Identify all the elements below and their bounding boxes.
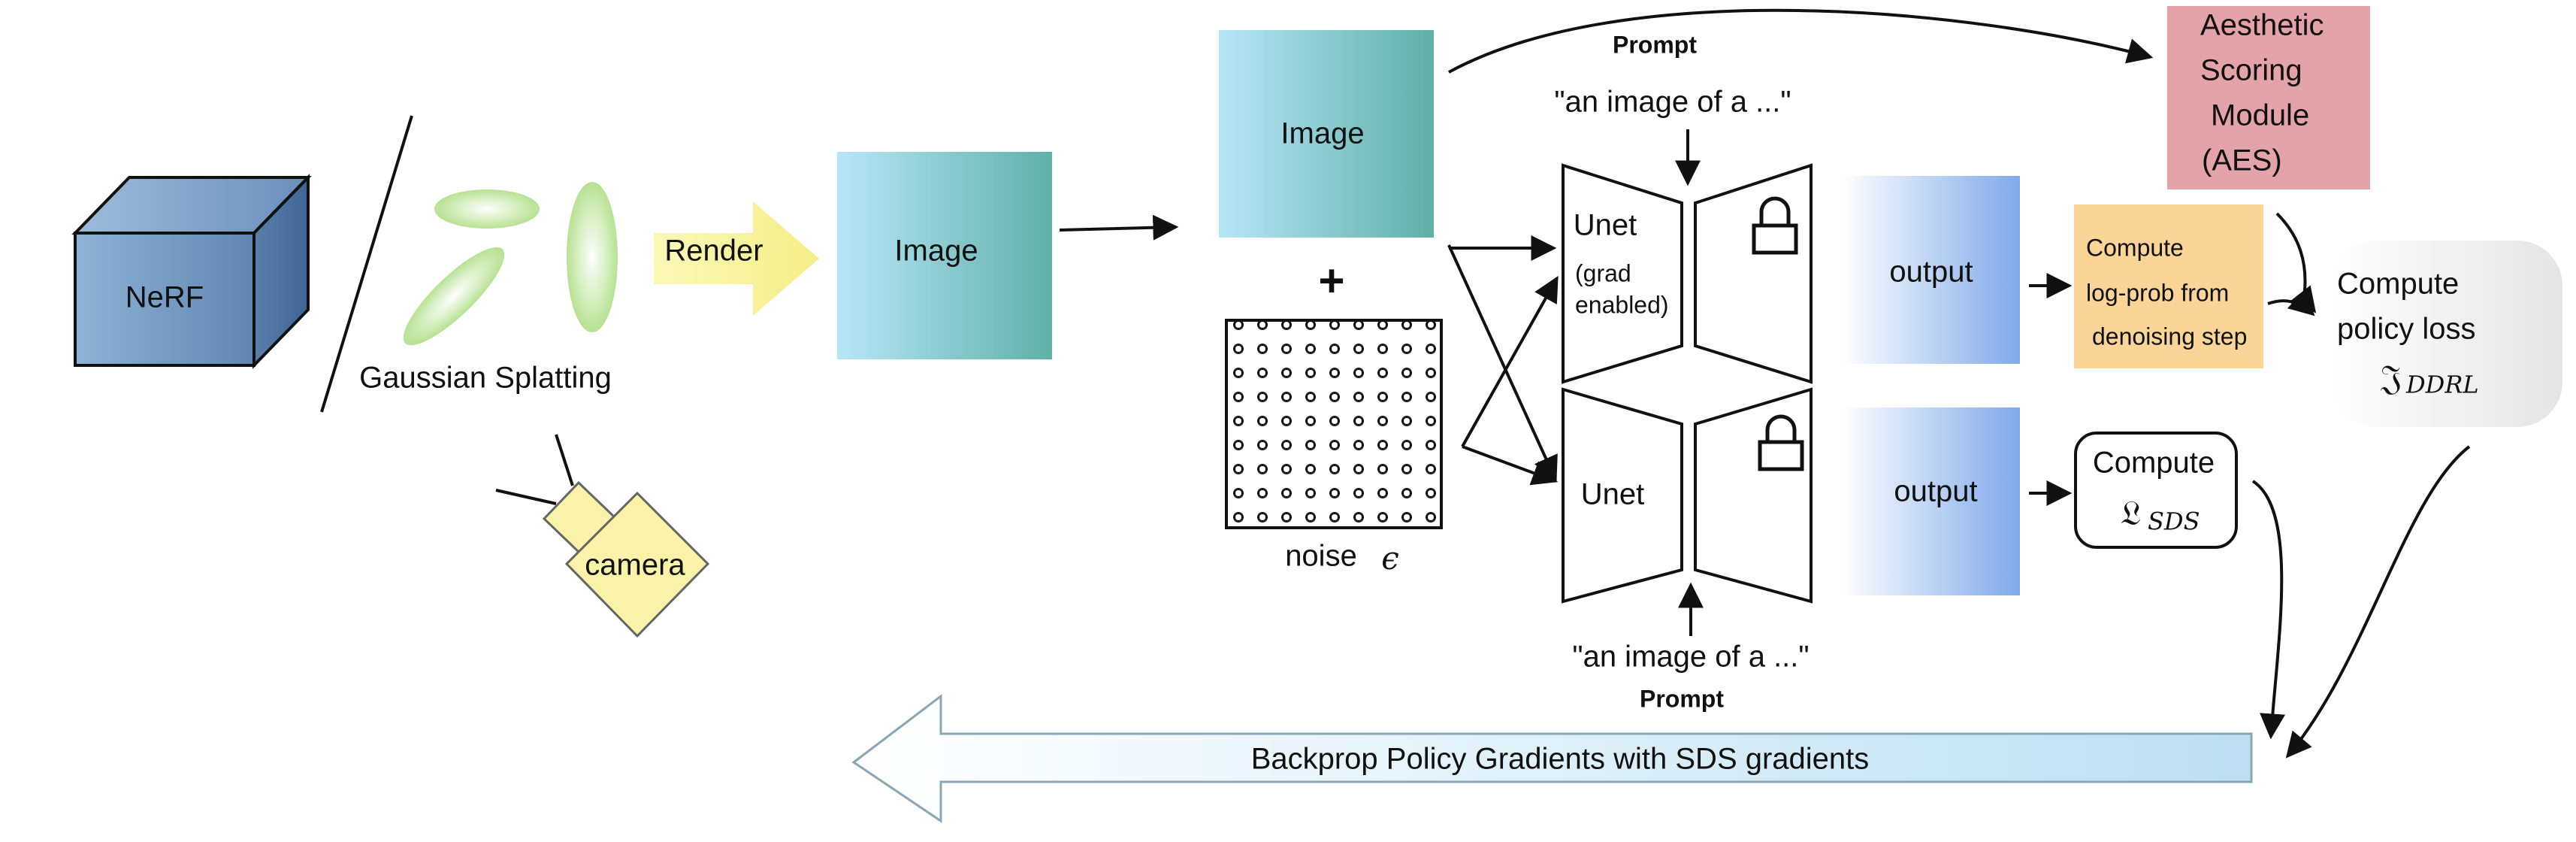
policy-loss-line-1: Compute <box>2337 268 2459 301</box>
policy-loss-subscript: DDRL <box>2405 371 2479 399</box>
gaussian-label: Gaussian Splatting <box>359 362 612 395</box>
prompt-text-bottom: "an image of a ..." <box>1572 641 1809 674</box>
gaussian-ellipse <box>434 189 540 229</box>
logprob-line-1: Compute <box>2086 234 2184 261</box>
image-box: Image <box>1219 30 1434 238</box>
output-top-label: output <box>1889 256 1973 289</box>
aes-line-3: Module <box>2211 99 2309 132</box>
aes-box: Aesthetic Scoring Module (AES) <box>2167 6 2370 189</box>
arrow-image-to-branch <box>1059 214 1179 241</box>
unet-bottom-title: Unet <box>1581 478 1645 511</box>
nerf-label: NeRF <box>125 281 204 314</box>
logprob-line-3: denoising step <box>2092 323 2247 350</box>
policy-loss-box: Compute policy loss 𝔍 DDRL <box>2330 241 2562 427</box>
policy-loss-symbol: 𝔍 <box>2380 358 2402 397</box>
lock-icon <box>1752 196 1798 255</box>
prompt-bottom-label: Prompt <box>1640 685 1724 712</box>
render-arrow: Render <box>654 201 819 316</box>
noise-label: noise <box>1285 540 1357 573</box>
rendered-image-box: Image <box>837 152 1052 359</box>
unet-bottom: Unet <box>1562 387 1813 604</box>
aes-line-1: Aesthetic <box>2200 9 2324 42</box>
nerf-cube: NeRF <box>71 174 312 369</box>
gaussian-splats: Gaussian Splatting <box>359 182 618 395</box>
policy-loss-line-2: policy loss <box>2337 313 2476 346</box>
arrow-prompt-to-aes <box>1448 8 2154 74</box>
prompt-text-top: "an image of a ..." <box>1554 86 1791 119</box>
arrow-aes-to-policy <box>2275 212 2317 313</box>
unet-top: Unet (grad enabled) <box>1562 163 1813 384</box>
aes-line-2: Scoring <box>2200 54 2302 87</box>
output-bottom-label: output <box>1894 475 1977 508</box>
unet-top-title: Unet <box>1574 209 1637 242</box>
image-top-label: Image <box>1280 117 1364 150</box>
noise-symbol: ϵ <box>1381 540 1399 577</box>
plus-sign: + <box>1318 256 1344 306</box>
backprop-arrow: Backprop Policy Gradients with SDS gradi… <box>851 693 2253 823</box>
output-top-box: output <box>1841 176 2020 364</box>
sds-line-1: Compute <box>2093 447 2215 480</box>
render-label: Render <box>664 235 763 268</box>
sds-box: Compute 𝔏 SDS <box>2074 432 2238 549</box>
arrow-noise-to-unet-bottom <box>1462 445 1559 486</box>
camera-label: camera <box>585 549 685 582</box>
cube-icon <box>71 174 312 369</box>
sds-subscript: SDS <box>2148 507 2200 536</box>
divider-line <box>320 115 413 413</box>
logprob-box: Compute log-prob from denoising step <box>2074 204 2263 368</box>
gaussian-ellipse <box>403 247 505 346</box>
noise-box: noise ϵ <box>1225 319 1443 577</box>
gaussian-ellipse <box>567 182 618 332</box>
image-left-label: Image <box>894 235 978 268</box>
prompt-top-label: Prompt <box>1613 31 1697 58</box>
arrow-image-to-unet-bottom <box>1447 244 1558 483</box>
unet-top-note-1: (grad <box>1575 259 1631 286</box>
logprob-line-2: log-prob from <box>2086 279 2229 306</box>
lock-icon <box>1758 414 1804 471</box>
output-bottom-box: output <box>1841 407 2020 595</box>
arrow-sds-to-backprop <box>2251 480 2286 740</box>
arrow-policy-to-backprop <box>2285 445 2471 759</box>
unet-top-note-2: enabled) <box>1575 291 1669 318</box>
arrow-noise-to-unet-top <box>1461 276 1559 447</box>
camera-icon: camera <box>495 434 710 638</box>
backprop-label: Backprop Policy Gradients with SDS gradi… <box>1251 743 1870 776</box>
aes-line-4: (AES) <box>2202 144 2282 177</box>
arrow-logprob-to-policy <box>2267 289 2315 317</box>
sds-symbol: 𝔏 <box>2121 493 2141 532</box>
